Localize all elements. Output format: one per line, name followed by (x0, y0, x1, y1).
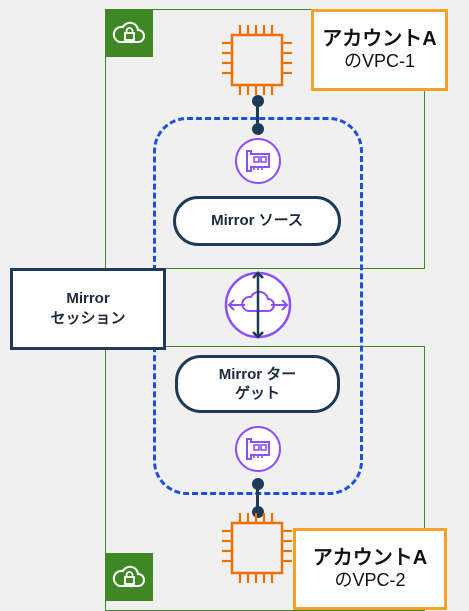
ec2-instance-chip-icon (222, 25, 292, 95)
account-a-vpc-2-title: アカウントA (312, 547, 428, 570)
vpc-2-badge (105, 553, 153, 601)
mirror-target-label-line1: Mirror ター (218, 365, 297, 383)
vpc-1-group (105, 9, 425, 269)
eni-bottom (235, 426, 281, 472)
connector-top-dot-lower (252, 123, 264, 135)
account-a-vpc-1-label: アカウントA のVPC-1 (311, 9, 448, 91)
vpc-1-badge (105, 9, 153, 57)
mirror-session-label-line1: Mirror (66, 289, 110, 307)
network-interface-icon (246, 150, 270, 172)
traffic-mirror-session (223, 270, 293, 340)
mirror-target-label-line2: ゲット (234, 385, 280, 402)
ec2-instance-top (222, 21, 292, 97)
connector-bottom (256, 481, 259, 511)
vpc-lock-cloud-icon (112, 565, 145, 587)
ec2-instance-bottom (222, 509, 292, 585)
connector-top-dot-upper (252, 95, 264, 107)
mirror-source-label: Mirror ソース (211, 212, 303, 230)
mirror-target-node: Mirror ター ゲット (175, 355, 340, 413)
network-interface-icon (246, 438, 270, 460)
connector-top (256, 98, 259, 128)
account-a-vpc-2-subtitle: のVPC-2 (334, 570, 406, 591)
account-a-vpc-1-title: アカウントA (322, 28, 437, 51)
vpc-lock-cloud-icon (112, 21, 145, 43)
connector-bottom-dot-upper (252, 478, 264, 490)
mirror-session-label-line2: セッション (50, 310, 126, 327)
traffic-mirroring-icon (224, 271, 292, 339)
account-a-vpc-2-label: アカウントA のVPC-2 (293, 528, 447, 610)
account-a-vpc-1-subtitle: のVPC-1 (343, 51, 415, 72)
ec2-instance-chip-icon (222, 513, 292, 583)
mirror-source-node: Mirror ソース (173, 196, 341, 246)
mirror-session-label: Mirror セッション (10, 268, 166, 350)
eni-top (235, 138, 281, 184)
